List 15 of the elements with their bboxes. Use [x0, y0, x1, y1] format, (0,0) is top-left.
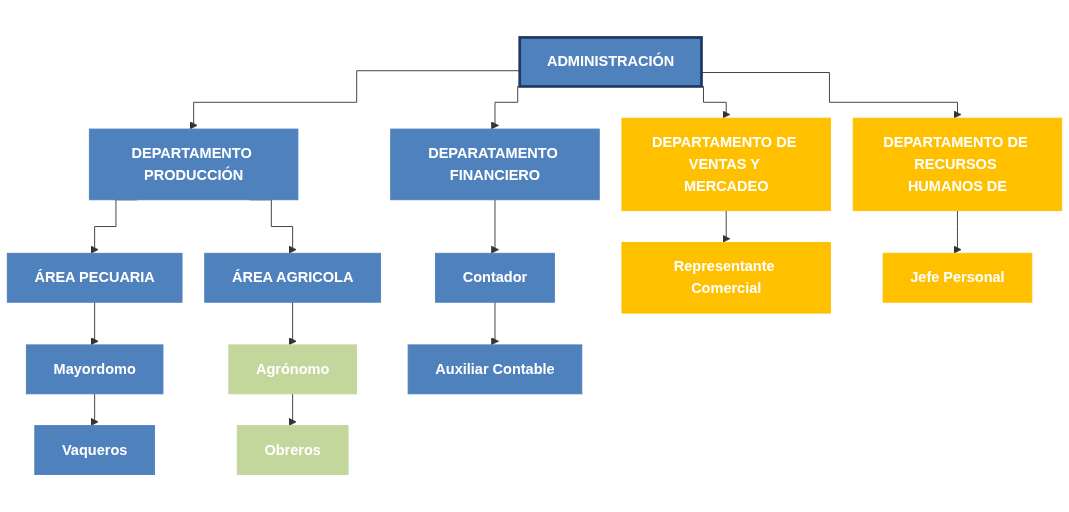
node-box: ÁREA AGRICOLA: [204, 252, 382, 303]
node-box: Agrónomo: [228, 344, 357, 395]
node-box: Vaqueros: [34, 425, 155, 475]
node-box: Auxiliar Contable: [407, 344, 583, 395]
node-box: ADMINISTRACIÓN: [518, 36, 703, 88]
node-box: DEPARTAMENTO DE VENTAS Y MERCADEO: [621, 117, 831, 212]
node-box: DEPARTAMENTO DE RECURSOS HUMANOS DE: [852, 117, 1063, 212]
node-box: Contador: [435, 252, 555, 303]
node-box: DEPARATAMENTO FINANCIERO: [390, 128, 600, 201]
node-box: DEPARTAMENTO PRODUCCIÓN: [88, 128, 299, 201]
node-box: Representante Comercial: [621, 241, 831, 314]
node-box: Obreros: [236, 425, 349, 475]
node-box: Mayordomo: [25, 344, 164, 395]
node-box: Jefe Personal: [882, 252, 1033, 303]
node-box: ÁREA PECUARIA: [6, 252, 183, 303]
